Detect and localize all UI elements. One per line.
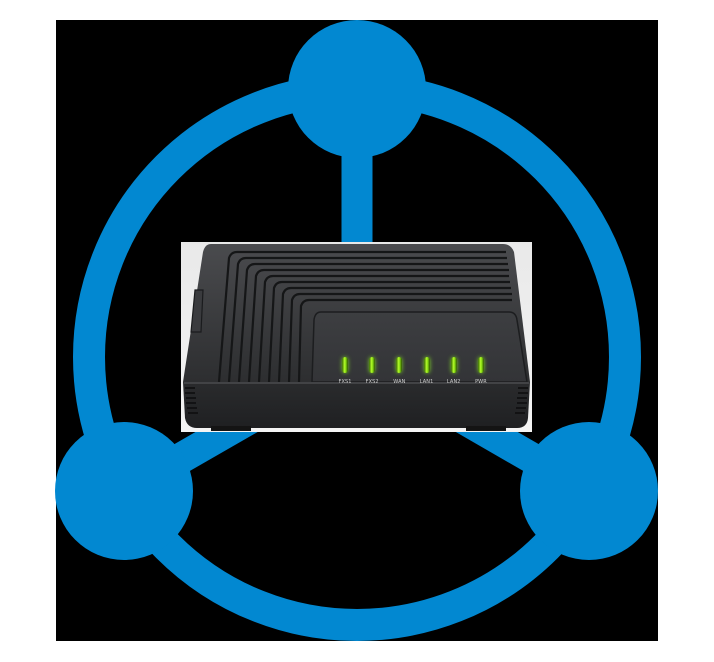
led-label: FXS1 bbox=[338, 379, 352, 385]
led-light-icon bbox=[342, 357, 348, 373]
led-light-icon bbox=[369, 357, 376, 373]
led-lan2: LAN2 bbox=[442, 357, 466, 397]
led-pwr: PWR bbox=[469, 357, 493, 397]
led-light-icon bbox=[396, 357, 403, 373]
node-top-icon bbox=[288, 20, 426, 158]
voip-gateway-device: FXS1 FXS2 WAN LAN1 LAN2 PWR bbox=[181, 242, 532, 432]
node-right-icon bbox=[520, 422, 658, 560]
led-label: FXS2 bbox=[365, 379, 379, 385]
led-fxs1: FXS1 bbox=[333, 357, 357, 397]
led-label: LAN2 bbox=[446, 379, 461, 385]
led-label: PWR bbox=[475, 379, 487, 385]
led-light-icon bbox=[450, 357, 457, 373]
led-fxs2: FXS2 bbox=[360, 357, 384, 397]
led-lan1: LAN1 bbox=[415, 357, 439, 397]
led-label: LAN1 bbox=[419, 379, 434, 385]
node-left-icon bbox=[55, 422, 193, 560]
led-label: WAN bbox=[393, 379, 406, 385]
led-light-icon bbox=[423, 357, 430, 373]
led-wan: WAN bbox=[387, 357, 411, 397]
device-body-icon bbox=[183, 244, 530, 431]
led-light-icon bbox=[477, 357, 484, 373]
status-led-panel: FXS1 FXS2 WAN LAN1 LAN2 PWR bbox=[333, 357, 493, 397]
